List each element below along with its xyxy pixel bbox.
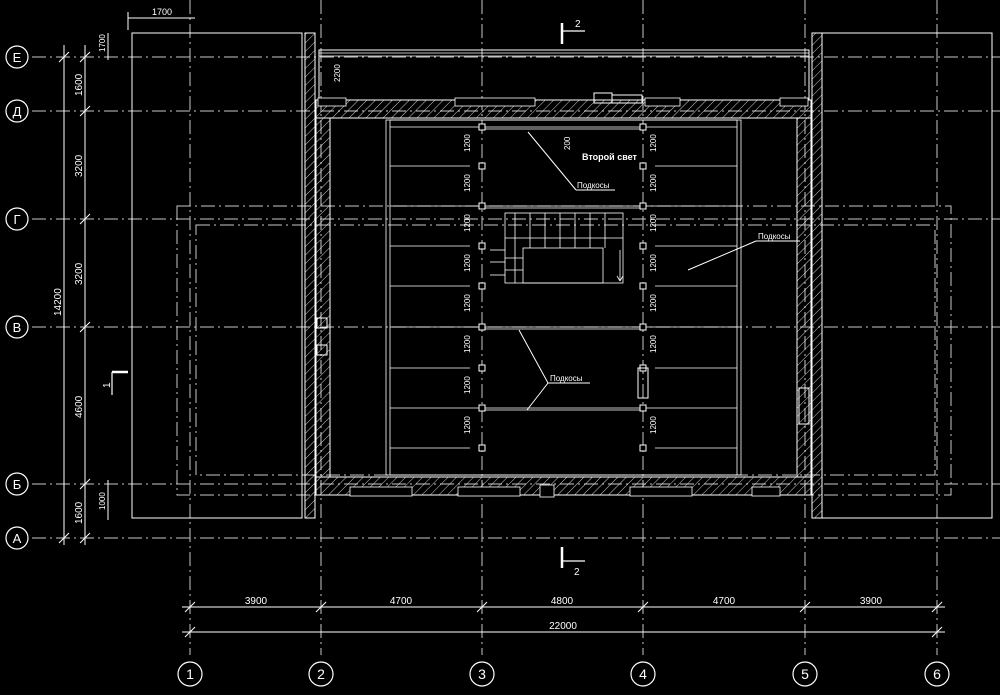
svg-text:1200: 1200	[463, 174, 472, 192]
struts-label-bottom: Подкосы	[550, 374, 583, 383]
staircase	[490, 212, 624, 284]
svg-text:1200: 1200	[649, 134, 658, 152]
svg-text:2: 2	[574, 567, 580, 578]
left-dimension-text: 1600 3200 3200 4600 1600 14200 1700 1000…	[53, 34, 342, 524]
svg-text:Д: Д	[13, 104, 22, 119]
svg-text:Б: Б	[13, 477, 22, 492]
section-mark-2-bottom: 2	[560, 547, 585, 578]
svg-text:4800: 4800	[551, 596, 574, 607]
letter-axis-bubbles	[5, 45, 29, 550]
svg-text:1600: 1600	[74, 501, 85, 524]
struts-label-top: Подкосы	[577, 181, 610, 190]
svg-text:1200: 1200	[649, 254, 658, 272]
svg-text:1000: 1000	[98, 492, 107, 510]
svg-text:2: 2	[575, 19, 581, 30]
svg-text:3200: 3200	[74, 262, 85, 285]
svg-text:1: 1	[186, 666, 194, 682]
svg-text:6: 6	[933, 666, 941, 682]
left-porch	[131, 32, 303, 519]
right-edge-wall	[811, 32, 823, 519]
svg-text:3900: 3900	[860, 596, 883, 607]
right-porch	[821, 32, 993, 519]
svg-text:2200: 2200	[333, 64, 342, 82]
center-dim-label: 200	[563, 136, 572, 150]
svg-text:1200: 1200	[463, 376, 472, 394]
rafter-dims-left: 1200 1200 1200 1200 1200 1200 1200 1200	[463, 134, 472, 434]
svg-text:1200: 1200	[649, 416, 658, 434]
bottom-dimension-chain	[182, 601, 945, 638]
svg-text:1200: 1200	[649, 174, 658, 192]
rafters	[390, 126, 737, 449]
wall-openings	[317, 97, 809, 498]
svg-text:4700: 4700	[390, 596, 413, 607]
bottom-dimension-text: 3900 4700 4800 4700 3900 22000	[245, 596, 883, 632]
svg-text:1700: 1700	[152, 7, 172, 17]
svg-text:В: В	[13, 320, 22, 335]
svg-text:1700: 1700	[98, 34, 107, 52]
top-small-dimension: 1700	[127, 7, 195, 30]
svg-text:1200: 1200	[463, 416, 472, 434]
second-light-label: Второй свет	[582, 152, 638, 162]
letter-axis-labels: Е Д Г В Б А	[13, 50, 22, 546]
svg-text:4700: 4700	[713, 596, 736, 607]
vent-blocks	[316, 317, 810, 425]
svg-text:Е: Е	[13, 50, 22, 65]
attic-frame	[385, 119, 742, 476]
svg-text:1200: 1200	[649, 214, 658, 232]
svg-text:3: 3	[478, 666, 486, 682]
section-mark-1: 1	[102, 370, 128, 395]
svg-text:1600: 1600	[74, 73, 85, 96]
svg-text:5: 5	[801, 666, 809, 682]
svg-text:А: А	[13, 531, 22, 546]
left-edge-wall	[304, 32, 316, 519]
svg-text:1200: 1200	[463, 134, 472, 152]
svg-text:1200: 1200	[463, 254, 472, 272]
svg-text:4: 4	[639, 666, 647, 682]
svg-text:3900: 3900	[245, 596, 268, 607]
svg-text:1200: 1200	[463, 335, 472, 353]
svg-text:1200: 1200	[463, 214, 472, 232]
svg-text:Г: Г	[13, 212, 20, 227]
svg-text:1200: 1200	[649, 294, 658, 312]
svg-text:14200: 14200	[53, 288, 64, 316]
section-mark-2-top: 2	[560, 19, 585, 44]
svg-text:1: 1	[102, 382, 113, 388]
rafter-dims-right: 1200 1200 1200 1200 1200 1200 1200	[649, 134, 658, 434]
svg-text:1200: 1200	[463, 294, 472, 312]
left-dimension-chain	[58, 33, 109, 545]
number-axis-bubbles	[177, 661, 950, 687]
strut-leaders	[518, 131, 800, 411]
svg-text:2: 2	[317, 666, 325, 682]
svg-text:3200: 3200	[74, 154, 85, 177]
lower-outline	[176, 205, 952, 496]
svg-text:1200: 1200	[649, 335, 658, 353]
number-axis-labels: 1 2 3 4 5 6	[186, 666, 941, 682]
struts-label-right: Подкосы	[758, 232, 791, 241]
svg-text:22000: 22000	[549, 621, 577, 632]
svg-text:4600: 4600	[74, 395, 85, 418]
